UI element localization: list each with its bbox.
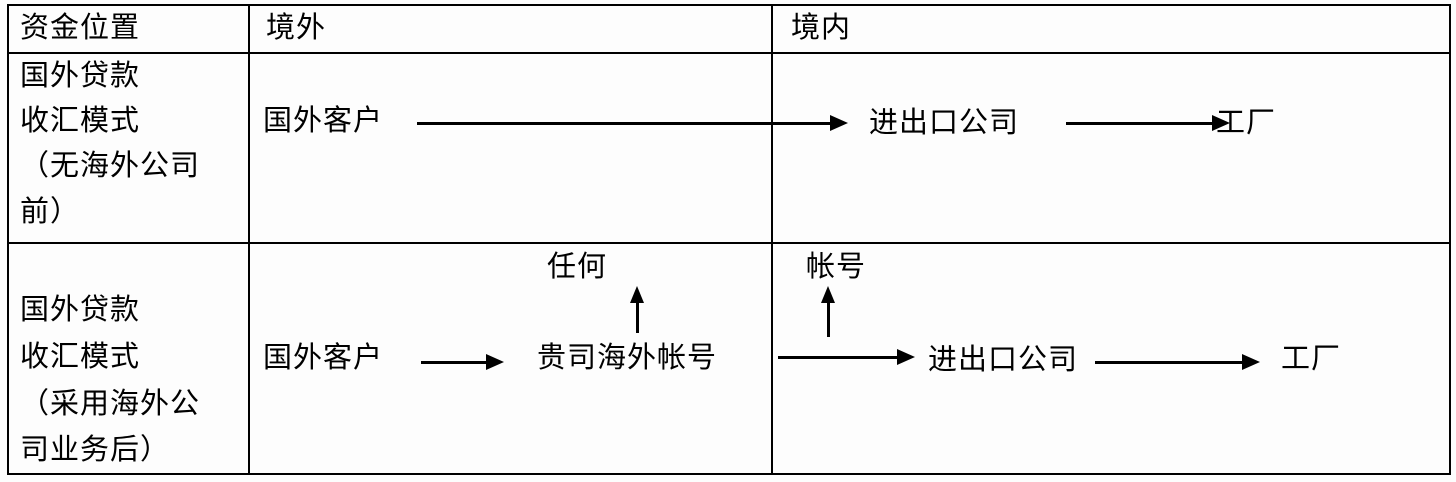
row2-label-line2: 收汇模式 (20, 341, 141, 373)
row1-arrow-company-to-factory (1066, 115, 1230, 131)
row-divider (7, 242, 1451, 244)
row1-label-line4: 前） (20, 196, 81, 228)
row2-node-factory: 工厂 (1281, 343, 1342, 375)
row2-node-company-overseas-account: 贵司海外帐号 (537, 342, 718, 374)
row2-label-line1: 国外贷款 (20, 294, 141, 326)
row2-any-label: 任何 (547, 251, 608, 283)
row1-node-import-export-company: 进出口公司 (869, 107, 1020, 139)
row2-uparrow-to-any (630, 286, 644, 333)
row1-label-line1: 国外贷款 (20, 60, 141, 92)
row2-account-label: 帐号 (806, 251, 867, 283)
header-overseas: 境外 (266, 12, 327, 44)
row2-arrow-company-to-factory (1095, 354, 1260, 370)
header-row-divider (7, 52, 1451, 54)
row2-arrow-account-to-company (778, 349, 915, 365)
row1-node-factory: 工厂 (1216, 107, 1277, 139)
column-divider-2 (771, 4, 773, 475)
row1-label-line3: （无海外公司 (20, 150, 201, 182)
row2-uparrow-to-account (821, 286, 835, 337)
row2-node-foreign-customer: 国外客户 (263, 342, 384, 374)
row1-node-foreign-customer: 国外客户 (263, 105, 384, 137)
row2-label-line3: （采用海外公 (20, 388, 201, 420)
row1-label-line2: 收汇模式 (20, 105, 141, 137)
column-divider-1 (248, 4, 250, 475)
row2-label-line4: 司业务后） (20, 434, 171, 466)
row2-node-import-export-company: 进出口公司 (928, 344, 1079, 376)
row1-arrow-customer-to-company (417, 115, 848, 131)
row2-arrow-customer-to-account (421, 354, 504, 370)
header-fund-position: 资金位置 (20, 12, 141, 44)
table-outer-border (7, 4, 1451, 475)
header-domestic: 境内 (791, 12, 852, 44)
